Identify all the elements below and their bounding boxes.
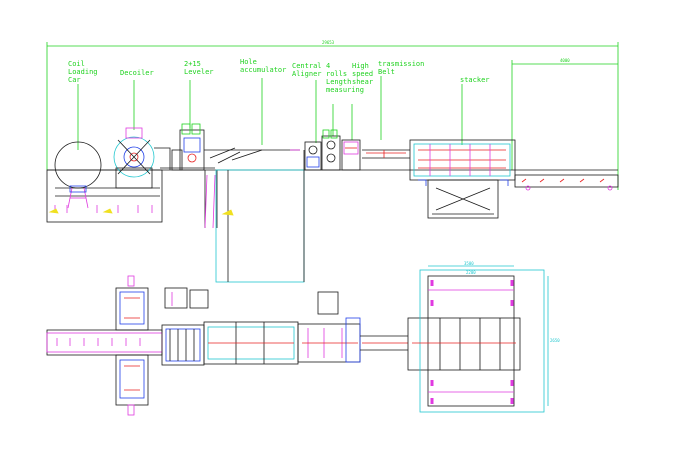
dimension-overall-length: 29653 [322,40,335,45]
coil-loading-car [46,141,163,223]
dimension-stacker-plan-inner: 2200 [466,270,476,275]
high-speed-shear [341,139,361,171]
label-stacker: stacker [460,76,490,84]
hole-accumulator [204,147,305,283]
label-coil-loading-car: Coil Loading Car [68,60,98,84]
dimension-stacker-plan-height: 2650 [550,338,560,343]
plan-coil-car [46,329,163,356]
length-measuring [321,129,341,171]
overall-dimension-line [46,42,619,190]
elevation-view [46,123,619,283]
plan-view [46,265,549,416]
label-leveler: 2+15 Leveler [184,60,214,76]
label-hole-accumulator: Hole accumulator [240,58,287,74]
dimension-stacker-length: 4000 [560,58,570,63]
label-decoiler: Decoiler [120,69,154,77]
label-transmission-belt: trasmission Belt [378,60,425,76]
plan-leveler [161,287,209,366]
pit-supports [54,205,153,213]
transmission-belt [362,149,410,159]
plan-conveyor [203,321,299,365]
label-high-speed-shear: High speed shear [352,62,374,86]
decoiler [113,127,171,189]
plan-stacker [407,265,549,413]
label-length-measuring: 4 rolls Length measuring [326,62,364,94]
central-aligner [304,141,322,171]
stacker [409,139,516,219]
output-cart [514,174,619,191]
plan-shear-group [297,291,361,363]
plan-decoiler [115,275,149,416]
label-leader-lines [77,76,463,150]
dimension-stacker-plan-width: 3500 [464,261,474,266]
label-central-aligner: Central Aligner [292,62,322,78]
leveler [160,123,215,171]
